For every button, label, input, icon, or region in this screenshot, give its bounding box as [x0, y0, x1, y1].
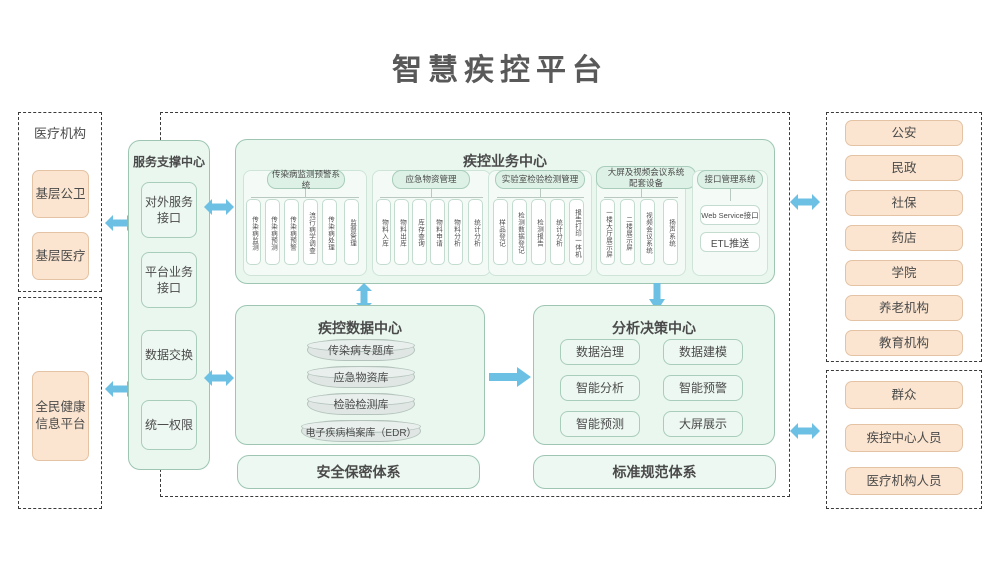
db-electronic-disease-record-label: 电子疾病档案库（EDR） [305, 427, 417, 439]
vnode-lobby-display-screen[interactable]: 一楼大厅展示屏 [600, 199, 615, 265]
node-public-security[interactable]: 公安 [845, 120, 963, 146]
arrow-service-to-business [204, 196, 234, 218]
node-cdc-staff[interactable]: 疾控中心人员 [845, 424, 963, 452]
connector-line [641, 189, 642, 198]
chip-infectious-disease-monitoring[interactable]: 传染病监测预警系统 [267, 169, 345, 190]
node-intelligent-warning[interactable]: 智能预警 [663, 375, 743, 401]
vnode-statistical-analysis-lab[interactable]: 统计分析 [550, 199, 565, 265]
node-etl-push[interactable]: ETL推送 [700, 232, 760, 252]
db-electronic-disease-record[interactable]: 电子疾病档案库（EDR） [301, 420, 421, 442]
vnode-material-request[interactable]: 物料申请 [430, 199, 445, 265]
connector-line [431, 189, 432, 198]
node-data-governance[interactable]: 数据治理 [560, 339, 640, 365]
db-infectious-disease-topic-label: 传染病专题库 [328, 345, 394, 357]
node-primary-care[interactable]: 基层医疗 [32, 232, 89, 280]
vnode-epidemiological-survey[interactable]: 流行病学调查 [303, 199, 318, 265]
vnode-infectious-prediction[interactable]: 传染病预测 [265, 199, 280, 265]
vnode-infectious-warning[interactable]: 传染病预警 [284, 199, 299, 265]
connector-line [497, 197, 584, 198]
node-national-health-info-platform[interactable]: 全民健康 信息平台 [32, 371, 89, 461]
node-primary-public-health[interactable]: 基层公卫 [32, 170, 89, 218]
panel-business-center-title: 疾控业务中心 [463, 153, 547, 169]
node-national-health-info-platform-line1: 全民健康 [35, 400, 86, 415]
chip-big-screen-video[interactable]: 大屏及视频会议系统 配套设备 [596, 166, 696, 189]
group-medical-institutions: 医疗机构 [18, 112, 102, 292]
db-inspection-testing[interactable]: 检验检测库 [307, 393, 415, 415]
node-intelligent-prediction[interactable]: 智能预测 [560, 411, 640, 437]
panel-service-support-center-title: 服务支撑中心 [132, 155, 205, 169]
connector-line [305, 189, 306, 198]
connector-line [730, 189, 731, 201]
node-unified-permission[interactable]: 统一权限 [141, 400, 197, 450]
node-web-service-interface[interactable]: Web Service接口 [700, 205, 760, 225]
vnode-sample-registration[interactable]: 样品登记 [493, 199, 508, 265]
vnode-video-conference-system[interactable]: 视频会议系统 [640, 199, 655, 265]
arrow-health-to-service [105, 378, 135, 400]
db-infectious-disease-topic[interactable]: 传染病专题库 [307, 339, 415, 361]
panel-data-center-title: 疾控数据中心 [318, 320, 402, 336]
vnode-test-data-registration[interactable]: 检测数据登记 [512, 199, 527, 265]
vnode-infectious-monitoring[interactable]: 传染病监测 [246, 199, 261, 265]
arrow-service-to-data [204, 367, 234, 389]
arrow-business-to-analysis [646, 283, 668, 311]
db-emergency-supplies[interactable]: 应急物资库 [307, 366, 415, 388]
vnode-supervision-management[interactable]: 监督管理 [344, 199, 359, 265]
vnode-statistical-analysis-supplies[interactable]: 统计分析 [468, 199, 483, 265]
arrow-core-to-orgs [790, 191, 820, 213]
panel-analysis-center-title: 分析决策中心 [612, 320, 696, 336]
node-big-screen-display[interactable]: 大屏展示 [663, 411, 743, 437]
node-data-modeling[interactable]: 数据建模 [663, 339, 743, 365]
vnode-material-outbound[interactable]: 物料出库 [394, 199, 409, 265]
vnode-material-inbound[interactable]: 物料入库 [376, 199, 391, 265]
node-education-institution[interactable]: 教育机构 [845, 330, 963, 356]
node-public-masses[interactable]: 群众 [845, 381, 963, 409]
node-platform-business-interface-line1: 平台业务 [144, 264, 193, 279]
bar-standards-specification-system[interactable]: 标准规范体系 [533, 455, 776, 489]
group-medical-institutions-label: 医疗机构 [33, 126, 86, 141]
node-platform-business-interface[interactable]: 平台业务 接口 [141, 252, 197, 308]
node-external-service-interface-line1: 对外服务 [144, 194, 193, 209]
node-social-security[interactable]: 社保 [845, 190, 963, 216]
vnode-test-report[interactable]: 检测报告 [531, 199, 546, 265]
chip-big-screen-video-line1: 大屏及视频会议系统 [607, 166, 685, 177]
connector-line [604, 197, 678, 198]
node-data-exchange[interactable]: 数据交换 [141, 330, 197, 380]
group-people [826, 370, 982, 509]
node-elderly-care-institution[interactable]: 养老机构 [845, 295, 963, 321]
arrow-medical-to-service [105, 212, 135, 234]
vnode-second-floor-screen[interactable]: 二楼展示屏 [620, 199, 635, 265]
db-emergency-supplies-label: 应急物资库 [333, 372, 389, 384]
chip-laboratory-testing[interactable]: 实验室检验检测管理 [495, 170, 585, 189]
bar-security-confidentiality-system[interactable]: 安全保密体系 [237, 455, 480, 489]
node-intelligent-analysis[interactable]: 智能分析 [560, 375, 640, 401]
connector-line [540, 189, 541, 198]
node-college[interactable]: 学院 [845, 260, 963, 286]
connector-line [251, 197, 359, 198]
node-national-health-info-platform-line2: 信息平台 [35, 417, 86, 431]
arrow-data-to-analysis [489, 366, 531, 388]
group-external-organizations [826, 112, 982, 362]
node-external-service-interface-line2: 接口 [156, 211, 181, 225]
node-platform-business-interface-line2: 接口 [156, 281, 181, 295]
chip-big-screen-video-line2: 配套设备 [628, 177, 663, 188]
chip-emergency-supplies[interactable]: 应急物资管理 [392, 170, 470, 189]
vnode-material-analysis[interactable]: 物料分析 [448, 199, 463, 265]
vnode-speaker-system[interactable]: 扬声系统 [663, 199, 678, 265]
node-civil-affairs[interactable]: 民政 [845, 155, 963, 181]
vnode-infectious-handling[interactable]: 传染病处理 [322, 199, 337, 265]
vnode-stock-query[interactable]: 库存查询 [412, 199, 427, 265]
chip-interface-management[interactable]: 接口管理系统 [697, 170, 763, 189]
group-health-info-platform [18, 297, 102, 509]
arrow-business-to-data [353, 283, 375, 311]
node-medical-institution-staff[interactable]: 医疗机构人员 [845, 467, 963, 495]
arrow-core-to-people [790, 420, 820, 442]
node-external-service-interface[interactable]: 对外服务 接口 [141, 182, 197, 238]
node-pharmacy[interactable]: 药店 [845, 225, 963, 251]
page-title: 智慧疾控平台 [392, 54, 608, 87]
db-inspection-testing-label: 检验检测库 [333, 399, 389, 411]
connector-line [380, 197, 483, 198]
vnode-report-print-machine[interactable]: 报告打印一体机 [569, 199, 584, 265]
